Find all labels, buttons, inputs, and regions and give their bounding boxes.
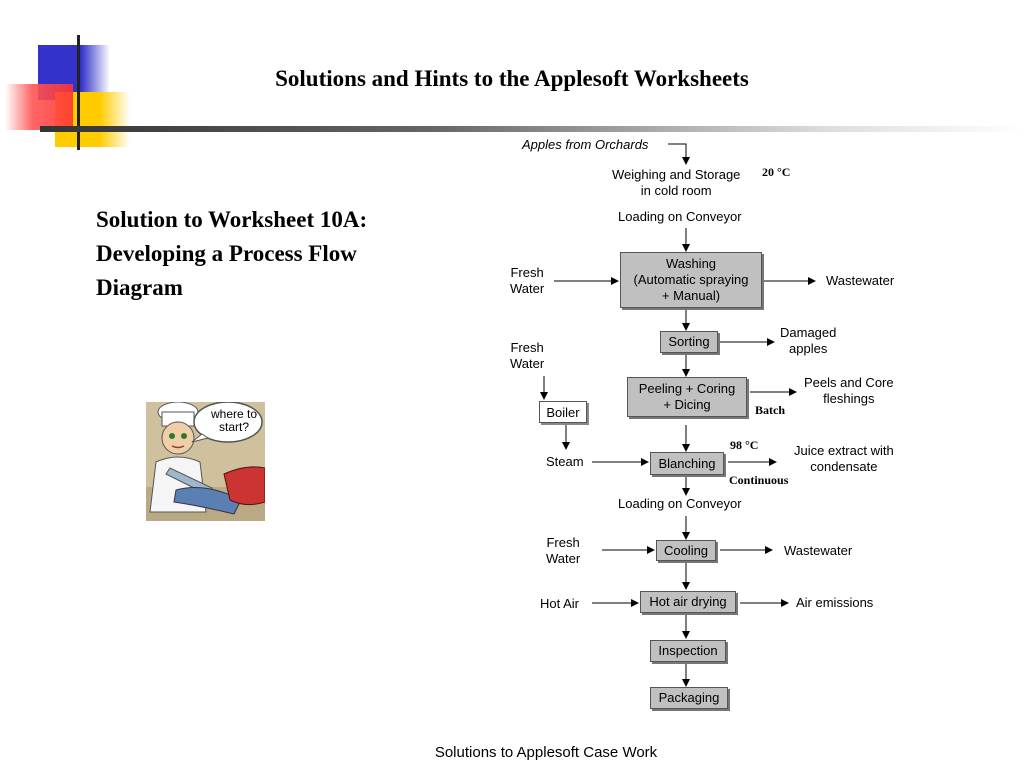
washing-line: + Manual) xyxy=(661,288,721,303)
slide-title: Solutions and Hints to the Applesoft Wor… xyxy=(275,66,749,91)
speech-bubble-text: where to start? xyxy=(204,408,264,434)
peeling-box: Peeling + Coring + Dicing xyxy=(627,377,747,417)
subtitle-line: Solution to Worksheet 10A: xyxy=(96,207,368,232)
wastewater-2: Wastewater xyxy=(784,543,853,558)
chef-cartoon: where to start? xyxy=(146,402,265,521)
chef-illustration xyxy=(146,402,265,521)
washing-line: (Automatic spraying xyxy=(633,272,749,287)
hot-air-label: Hot Air xyxy=(540,596,580,611)
air-emissions: Air emissions xyxy=(796,595,874,610)
wastewater-1: Wastewater xyxy=(826,273,895,288)
inspection-box: Inspection xyxy=(650,640,726,662)
loading-conveyor-2: Loading on Conveyor xyxy=(618,496,742,511)
juice-line: Juice extract with xyxy=(794,443,894,458)
peels-line: fleshings xyxy=(823,391,875,406)
deco-vertical-line xyxy=(77,35,80,150)
fresh-water-line: Fresh xyxy=(510,340,544,355)
subtitle-line: Diagram xyxy=(96,275,183,300)
blanching-temperature: 98 °C xyxy=(730,438,759,452)
continuous-label: Continuous xyxy=(729,473,789,487)
drying-box: Hot air drying xyxy=(640,591,736,613)
peels-and-core: Peels and Core fleshings xyxy=(804,375,894,407)
weighing-label: Weighing and Storage in cold room xyxy=(612,167,740,199)
fresh-water-3: Fresh Water xyxy=(546,535,580,567)
fresh-water-line: Water xyxy=(510,281,545,296)
blanching-box: Blanching xyxy=(650,452,724,475)
fresh-water-line: Water xyxy=(546,551,581,566)
speech-line: start? xyxy=(218,420,249,434)
loading-conveyor-1: Loading on Conveyor xyxy=(618,209,742,224)
arrow-source-to-weighing xyxy=(668,143,690,165)
deco-red-square xyxy=(5,84,73,130)
source-label: Apples from Orchards xyxy=(522,137,649,152)
fresh-water-1: Fresh Water xyxy=(510,265,544,297)
peeling-line: Peeling + Coring xyxy=(638,381,736,396)
weighing-line: Weighing and Storage xyxy=(612,167,741,182)
damaged-apples: Damaged apples xyxy=(780,325,836,357)
storage-temperature: 20 °C xyxy=(762,165,791,179)
juice-line: condensate xyxy=(810,459,878,474)
juice-extract: Juice extract with condensate xyxy=(794,443,894,475)
peels-line: Peels and Core xyxy=(804,375,894,390)
fresh-water-line: Fresh xyxy=(510,265,544,280)
peeling-line: + Dicing xyxy=(663,397,711,412)
damaged-line: Damaged xyxy=(780,325,837,340)
sorting-box: Sorting xyxy=(660,331,718,353)
batch-label: Batch xyxy=(755,403,785,417)
packaging-box: Packaging xyxy=(650,687,728,709)
washing-box: Washing (Automatic spraying + Manual) xyxy=(620,252,762,308)
deco-horizontal-rule xyxy=(40,126,1024,132)
steam-label: Steam xyxy=(546,454,584,469)
weighing-line: in cold room xyxy=(640,183,712,198)
cooling-box: Cooling xyxy=(656,540,716,561)
fresh-water-2: Fresh Water xyxy=(510,340,544,372)
fresh-water-line: Water xyxy=(510,356,545,371)
washing-line: Washing xyxy=(665,256,717,271)
damaged-line: apples xyxy=(789,341,828,356)
slide-footer: Solutions to Applesoft Case Work xyxy=(434,744,658,761)
speech-line: where to xyxy=(210,407,258,421)
slide-subtitle: Solution to Worksheet 10A: Developing a … xyxy=(96,203,456,305)
boiler-box: Boiler xyxy=(539,401,587,423)
fresh-water-line: Fresh xyxy=(546,535,580,550)
subtitle-line: Developing a Process Flow xyxy=(96,241,357,266)
